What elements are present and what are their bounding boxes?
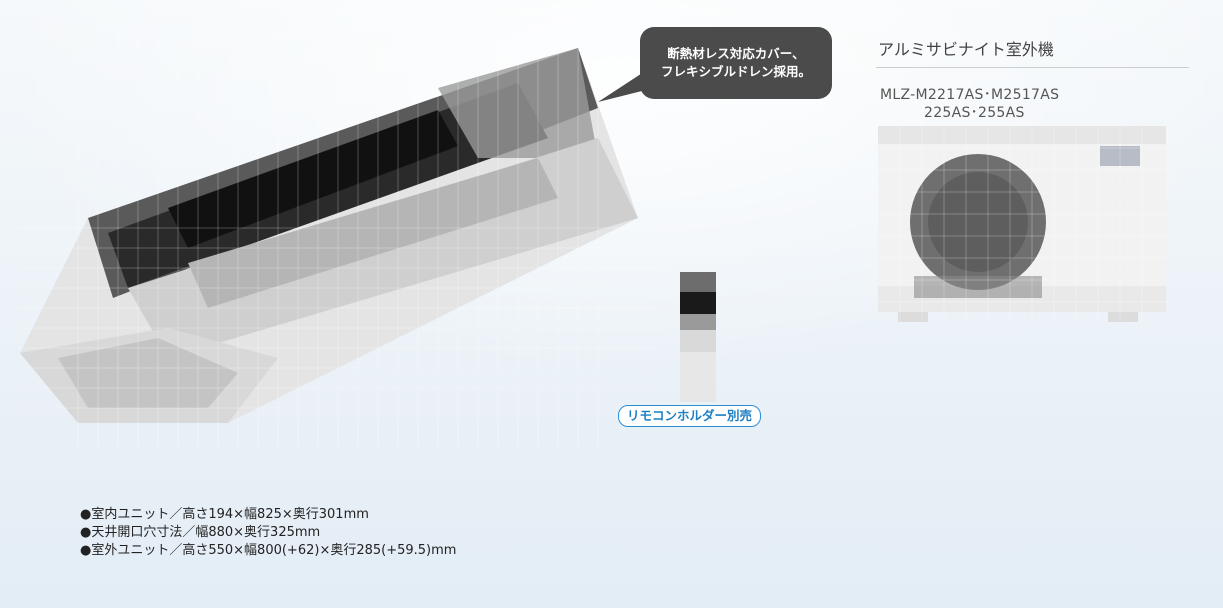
callout-bubble: 断熱材レス対応カバー、 フレキシブルドレン採用。 <box>640 27 832 99</box>
outdoor-unit-image <box>878 126 1166 322</box>
spec-indoor-unit: ●室内ユニット／高さ194×幅825×奥行301mm <box>80 507 369 522</box>
model-number-line-2: 225AS･255AS <box>924 105 1025 121</box>
callout-line-2: フレキシブルドレン採用。 <box>660 64 811 79</box>
title-divider <box>876 67 1189 68</box>
outdoor-unit-title: アルミサビナイト室外機 <box>878 40 1054 59</box>
callout-line-1: 断熱材レス対応カバー、 <box>667 46 805 61</box>
indoor-unit-image <box>18 28 658 448</box>
remote-holder-badge: リモコンホルダー別売 <box>618 405 762 427</box>
spec-ceiling-opening: ●天井開口穴寸法／幅880×奥行325mm <box>80 525 321 540</box>
spec-outdoor-unit: ●室外ユニット／高さ550×幅800(+62)×奥行285(+59.5)mm <box>80 543 457 558</box>
remote-controller-image <box>680 272 716 402</box>
spec-list: ●室内ユニット／高さ194×幅825×奥行301mm ●天井開口穴寸法／幅880… <box>80 506 456 560</box>
model-number-line-1: MLZ-M2217AS･M2517AS <box>880 87 1060 103</box>
